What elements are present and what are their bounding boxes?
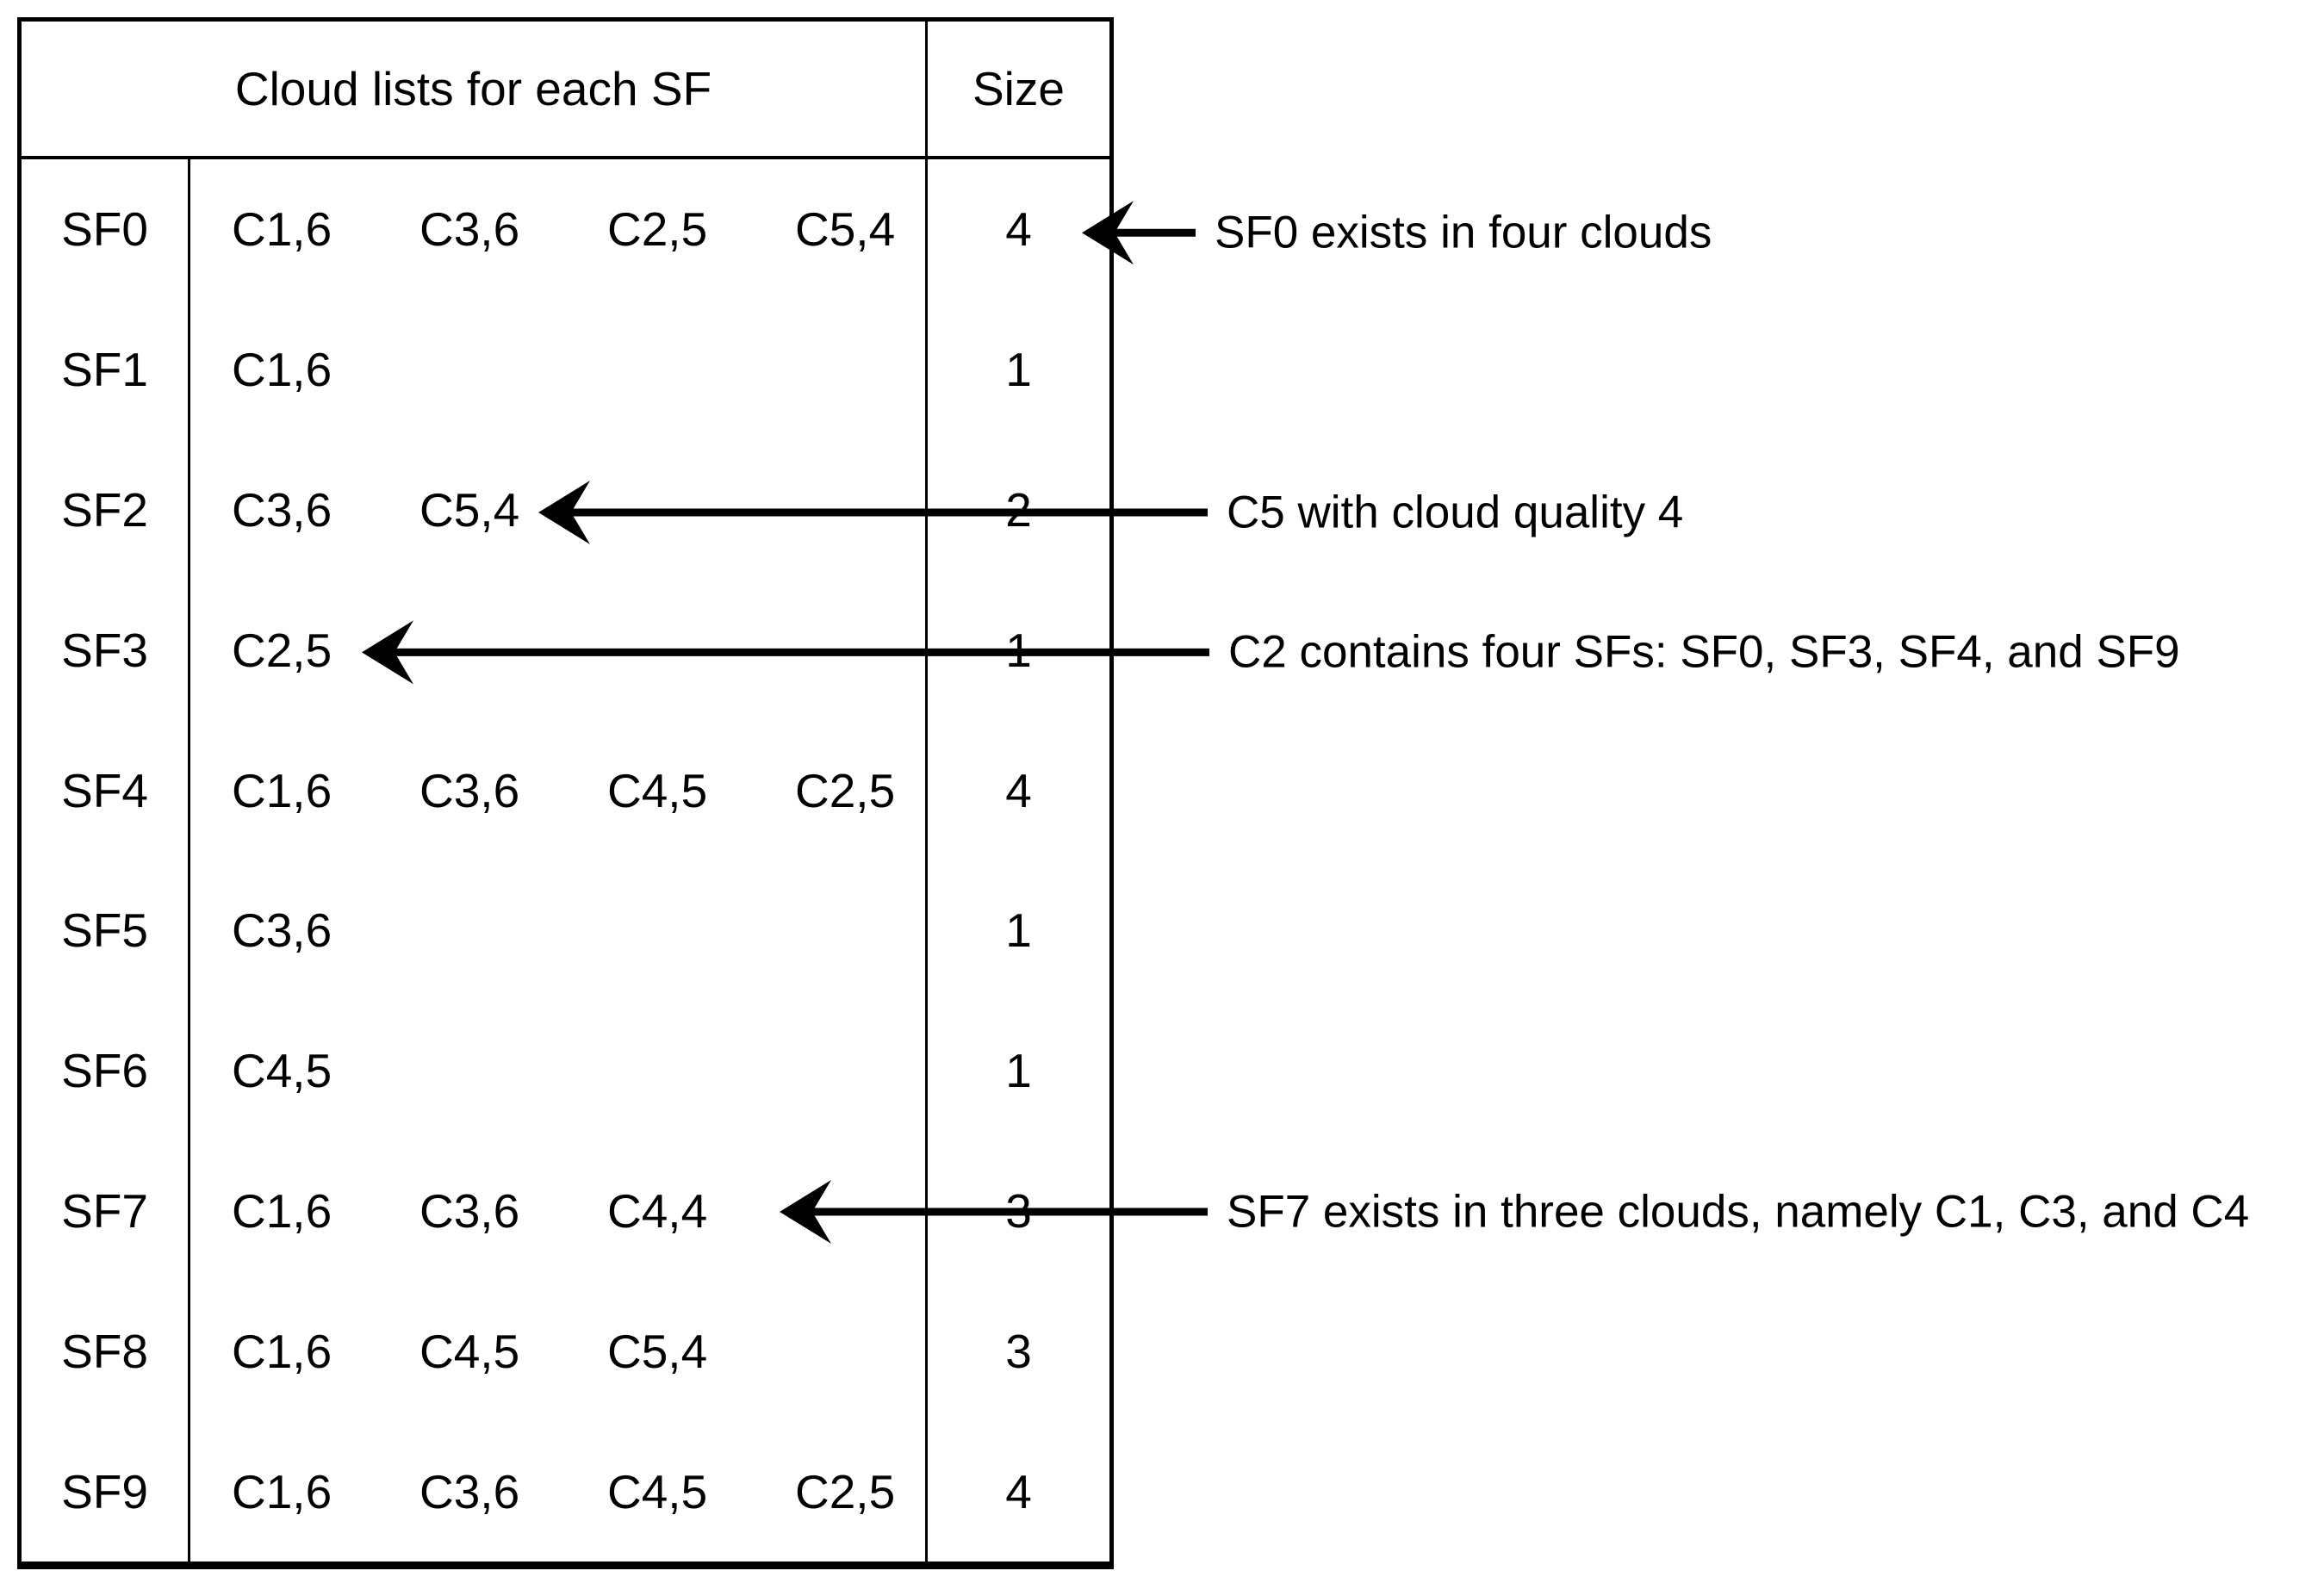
sf-label: SF5 bbox=[22, 860, 190, 1001]
size-value: 2 bbox=[925, 439, 1109, 581]
cloud-list-cell: C3,6 C5,4 bbox=[190, 440, 925, 581]
cloud-entry: C1,6 bbox=[232, 343, 332, 397]
size-value: 1 bbox=[925, 860, 1109, 1001]
sf-label: SF8 bbox=[22, 1281, 190, 1422]
cloud-entry: C4,5 bbox=[607, 763, 708, 817]
cloud-list-cell: C2,5 bbox=[190, 580, 925, 720]
cloud-entry: C1,6 bbox=[232, 1324, 332, 1378]
cloud-entry: C4,5 bbox=[419, 1324, 520, 1378]
size-value: 4 bbox=[925, 1421, 1109, 1561]
cloud-entry: C1,6 bbox=[232, 763, 332, 817]
cloud-entry: C4,5 bbox=[232, 1044, 332, 1098]
header-size-label: Size bbox=[925, 22, 1109, 159]
cloud-entry: C3,6 bbox=[419, 202, 520, 257]
sf-label: SF0 bbox=[22, 159, 190, 300]
cloud-entry: C3,6 bbox=[232, 482, 332, 537]
cloud-entry: C1,6 bbox=[232, 1464, 332, 1518]
sf-label: SF2 bbox=[22, 439, 190, 581]
cloud-list-cell: C4,5 bbox=[190, 1001, 925, 1141]
sf-label: SF1 bbox=[22, 299, 190, 440]
cloud-entry: C2,5 bbox=[232, 623, 332, 677]
cloud-entry: C5,4 bbox=[795, 202, 896, 257]
sf-label: SF9 bbox=[22, 1421, 190, 1561]
cloud-entry: C3,6 bbox=[419, 763, 520, 817]
size-value: 1 bbox=[925, 299, 1109, 440]
cloud-list-cell: C1,6 C3,6 C4,5 C2,5 bbox=[190, 1421, 925, 1561]
cloud-list-cell: C1,6 C3,6 C2,5 C5,4 bbox=[190, 159, 925, 300]
annotation-text: SF7 exists in three clouds, namely C1, C… bbox=[1227, 1186, 2250, 1238]
size-value: 1 bbox=[925, 1000, 1109, 1141]
sf-label: SF4 bbox=[22, 720, 190, 860]
cloud-entry: C5,4 bbox=[607, 1324, 708, 1378]
cloud-entry: C1,6 bbox=[232, 1183, 332, 1238]
cloud-list-cell: C1,6 C4,5 C5,4 bbox=[190, 1281, 925, 1421]
size-value: 3 bbox=[925, 1140, 1109, 1282]
cloud-list-cell: C1,6 C3,6 C4,4 bbox=[190, 1141, 925, 1282]
sf-label: SF6 bbox=[22, 1000, 190, 1141]
sf-label: SF7 bbox=[22, 1140, 190, 1282]
size-value: 3 bbox=[925, 1281, 1109, 1422]
cloud-list-cell: C1,6 C3,6 C4,5 C2,5 bbox=[190, 720, 925, 860]
cloud-list-cell: C1,6 bbox=[190, 300, 925, 440]
size-value: 4 bbox=[925, 159, 1109, 300]
cloud-entry: C4,4 bbox=[607, 1183, 708, 1238]
cloud-entry: C2,5 bbox=[607, 202, 708, 257]
cloud-entry: C2,5 bbox=[795, 763, 896, 817]
size-value: 4 bbox=[925, 720, 1109, 860]
annotation-text: C2 contains four SFs: SF0, SF3, SF4, and… bbox=[1228, 626, 2180, 678]
cloud-entry: C1,6 bbox=[232, 202, 332, 257]
annotation-text: SF0 exists in four clouds bbox=[1215, 207, 1712, 258]
cloud-entry: C3,6 bbox=[419, 1183, 520, 1238]
cloud-list-cell: C3,6 bbox=[190, 860, 925, 1001]
cloud-entry: C3,6 bbox=[419, 1464, 520, 1518]
annotation-text: C5 with cloud quality 4 bbox=[1227, 487, 1684, 538]
cloud-entry: C4,5 bbox=[607, 1464, 708, 1518]
sf-label: SF3 bbox=[22, 580, 190, 721]
cloud-entry: C2,5 bbox=[795, 1464, 896, 1518]
header-cloud-lists-label: Cloud lists for each SF bbox=[22, 22, 925, 159]
size-value: 1 bbox=[925, 580, 1109, 721]
cloud-entry: C5,4 bbox=[419, 482, 520, 537]
cloud-entry: C3,6 bbox=[232, 903, 332, 958]
